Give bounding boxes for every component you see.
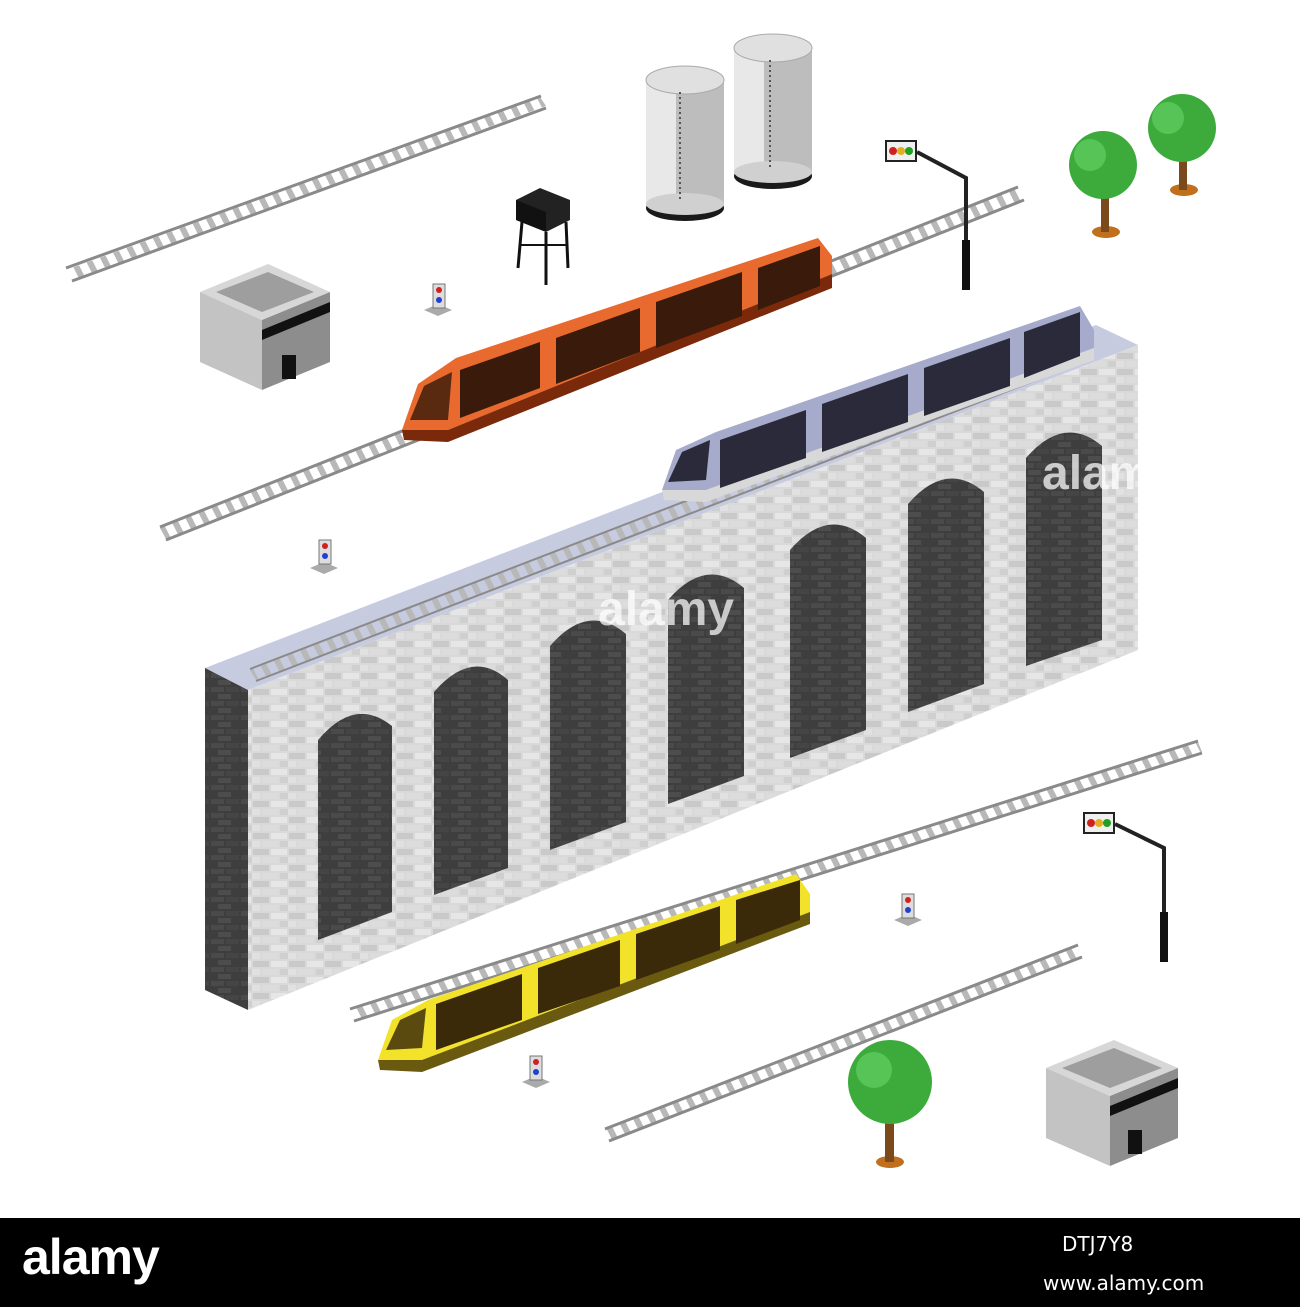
rail-track	[604, 943, 1083, 1143]
stock-footer-bar: alamy DTJ7Y8 www.alamy.com	[0, 1218, 1300, 1307]
station-building	[200, 264, 330, 390]
image-id: DTJ7Y8	[1062, 1232, 1134, 1256]
signal-post	[1083, 812, 1168, 962]
orange-train	[402, 238, 832, 442]
rail-track	[65, 94, 547, 283]
isometric-railway-scene	[65, 33, 1216, 1168]
track-signal	[424, 283, 452, 316]
tree	[848, 1040, 932, 1168]
storage-tank	[733, 33, 813, 189]
tree	[1069, 131, 1137, 238]
track-signal	[894, 893, 922, 926]
alamy-logo: alamy	[22, 1229, 160, 1285]
station-building	[1046, 1040, 1178, 1166]
signal-post	[885, 140, 970, 290]
site-url: www.alamy.com	[1043, 1271, 1205, 1295]
storage-tank	[645, 65, 725, 221]
tree	[1148, 94, 1216, 196]
water-tower	[516, 188, 570, 285]
blue-train	[662, 306, 1094, 502]
yellow-train	[378, 874, 810, 1072]
track-signal	[522, 1055, 550, 1088]
track-signal	[310, 539, 338, 574]
